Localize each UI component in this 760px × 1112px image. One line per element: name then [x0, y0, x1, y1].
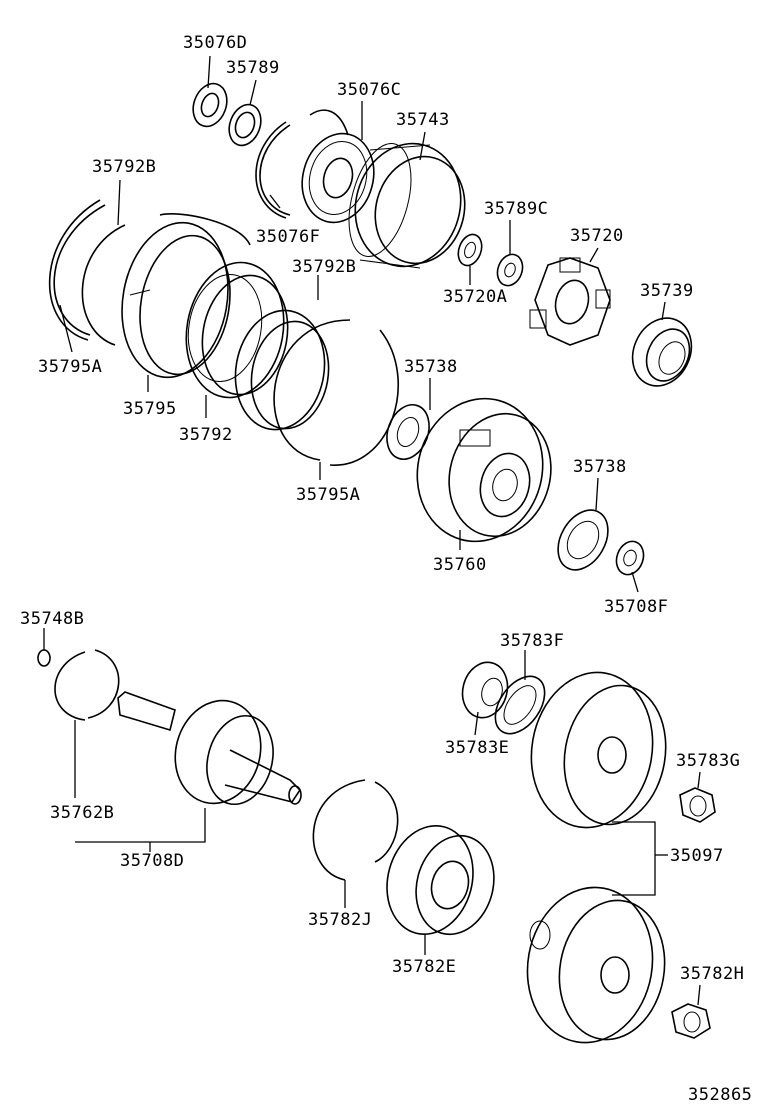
part-35738-thrust-washer-upper: [386, 404, 430, 460]
part-35760-sun-gear-drum: [416, 397, 552, 543]
label-35795: 35795: [123, 399, 177, 419]
part-35739-bearing: [631, 317, 693, 387]
label-35748B: 35748B: [20, 609, 84, 629]
part-35795A-ring-right: [273, 319, 399, 466]
label-35782J: 35782J: [308, 910, 372, 930]
label-35789C: 35789C: [484, 199, 548, 219]
part-35762B-snap-ring: [54, 649, 120, 721]
label-35720: 35720: [570, 226, 624, 246]
label-35795A-right: 35795A: [296, 485, 360, 505]
label-35738-lower: 35738: [573, 457, 627, 477]
part-35720-planetary-carrier: [529, 257, 611, 346]
label-35782H: 35782H: [680, 964, 744, 984]
label-35792: 35792: [179, 425, 233, 445]
label-35760: 35760: [433, 555, 487, 575]
label-35743: 35743: [396, 110, 450, 130]
part-35789C-washer: [496, 253, 524, 287]
label-35097: 35097: [670, 846, 724, 866]
label-35076D: 35076D: [183, 33, 247, 53]
part-35783G-nut: [679, 787, 716, 823]
part-35097-gear-upper: [530, 671, 667, 829]
part-35795A-ring-left: [81, 224, 126, 346]
label-35782E: 35782E: [392, 957, 456, 977]
part-35783E-bearing: [461, 661, 509, 719]
label-35076F: 35076F: [256, 227, 320, 247]
label-35076C: 35076C: [337, 80, 401, 100]
leader-lines: [43, 55, 701, 1006]
part-35708D-output-shaft: [117, 691, 302, 806]
part-35748B-clip: [37, 649, 51, 667]
part-35076D-seal: [192, 82, 228, 128]
part-35792B-snap-ring-left: [48, 199, 106, 341]
label-35795A-left: 35795A: [38, 357, 102, 377]
diagram-number: 352865: [688, 1085, 752, 1105]
label-35720A: 35720A: [443, 287, 507, 307]
label-35739: 35739: [640, 281, 694, 301]
part-35795-clutch-drum: [121, 213, 251, 379]
part-35789-washer: [228, 103, 262, 147]
label-35792B-top: 35792B: [92, 157, 156, 177]
part-35782J-snap-ring: [312, 779, 399, 881]
label-35738-upper: 35738: [404, 357, 458, 377]
part-35792-clutch-pack: [185, 261, 289, 399]
part-35792B-plate-middle: [234, 309, 330, 431]
part-35076C-flange: [301, 109, 375, 224]
label-35792B-middle: 35792B: [292, 257, 356, 277]
label-35783G: 35783G: [676, 751, 740, 771]
part-35743-ring-gear: [348, 142, 466, 269]
part-35783F-bearing-race: [494, 675, 546, 735]
part-35097-gear-lower: [526, 886, 666, 1044]
label-35783F: 35783F: [500, 631, 564, 651]
label-35708D: 35708D: [120, 851, 184, 871]
label-35708F: 35708F: [604, 597, 668, 617]
label-35783E: 35783E: [445, 738, 509, 758]
part-35720A-washer: [457, 233, 483, 267]
label-35762B: 35762B: [50, 803, 114, 823]
part-35782H-nut: [671, 1003, 711, 1039]
part-labels: 35076D 35789 35076C 35743 35792B 35076F …: [20, 33, 752, 1105]
part-35076F-snap-ring: [255, 121, 291, 219]
part-35738-thrust-washer-lower: [557, 509, 609, 571]
part-35782E-bearing: [386, 824, 495, 936]
part-35708F-seal: [615, 540, 645, 576]
label-35789: 35789: [226, 58, 280, 78]
